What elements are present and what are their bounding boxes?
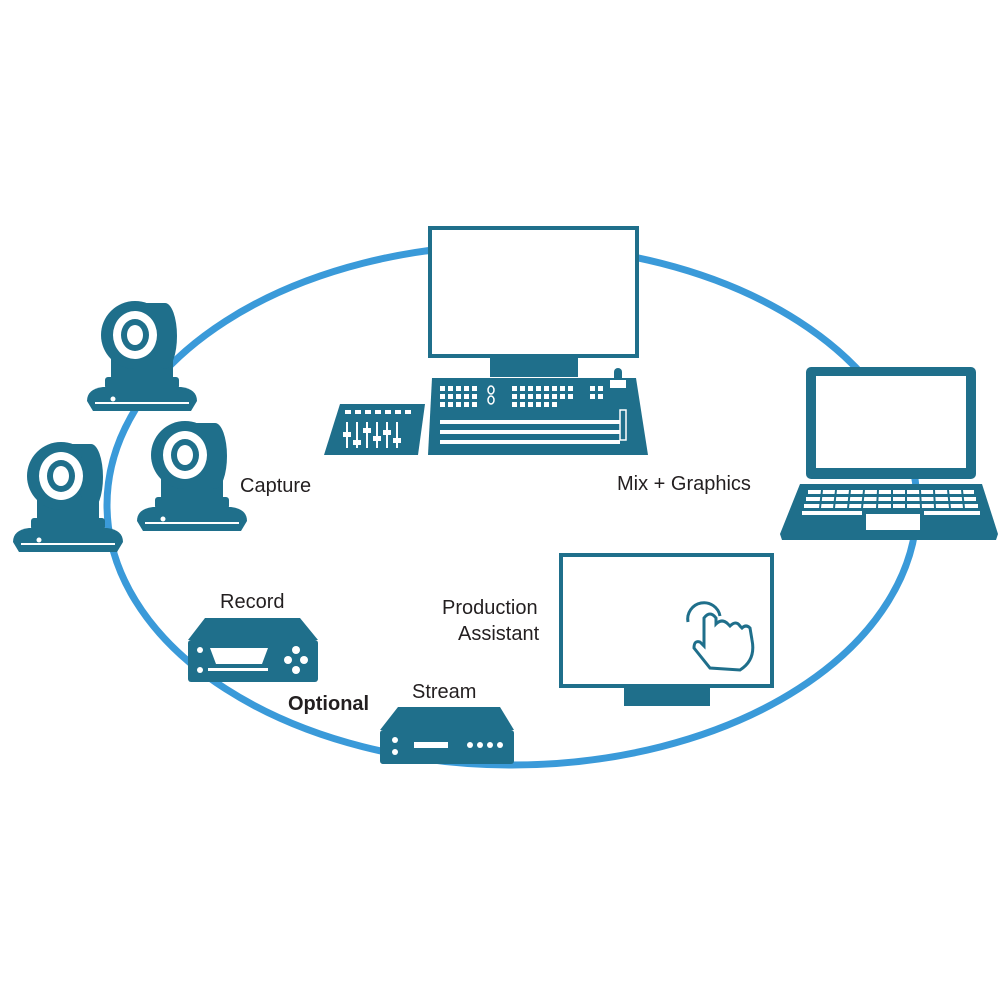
label-mix-graphics: Mix + Graphics xyxy=(617,473,751,495)
production-switcher-icon xyxy=(324,226,648,455)
recorder-icon xyxy=(188,618,318,682)
label-assistant: Assistant xyxy=(458,623,540,645)
streaming-encoder-icon xyxy=(380,707,514,764)
label-stream: Stream xyxy=(412,681,477,703)
touchscreen-monitor-icon xyxy=(559,553,774,706)
laptop-icon xyxy=(780,367,998,540)
label-optional: Optional xyxy=(288,693,370,715)
label-production: Production xyxy=(442,597,538,619)
label-record: Record xyxy=(220,591,285,613)
ptz-camera-icon xyxy=(136,420,248,532)
label-capture: Capture xyxy=(240,475,312,497)
